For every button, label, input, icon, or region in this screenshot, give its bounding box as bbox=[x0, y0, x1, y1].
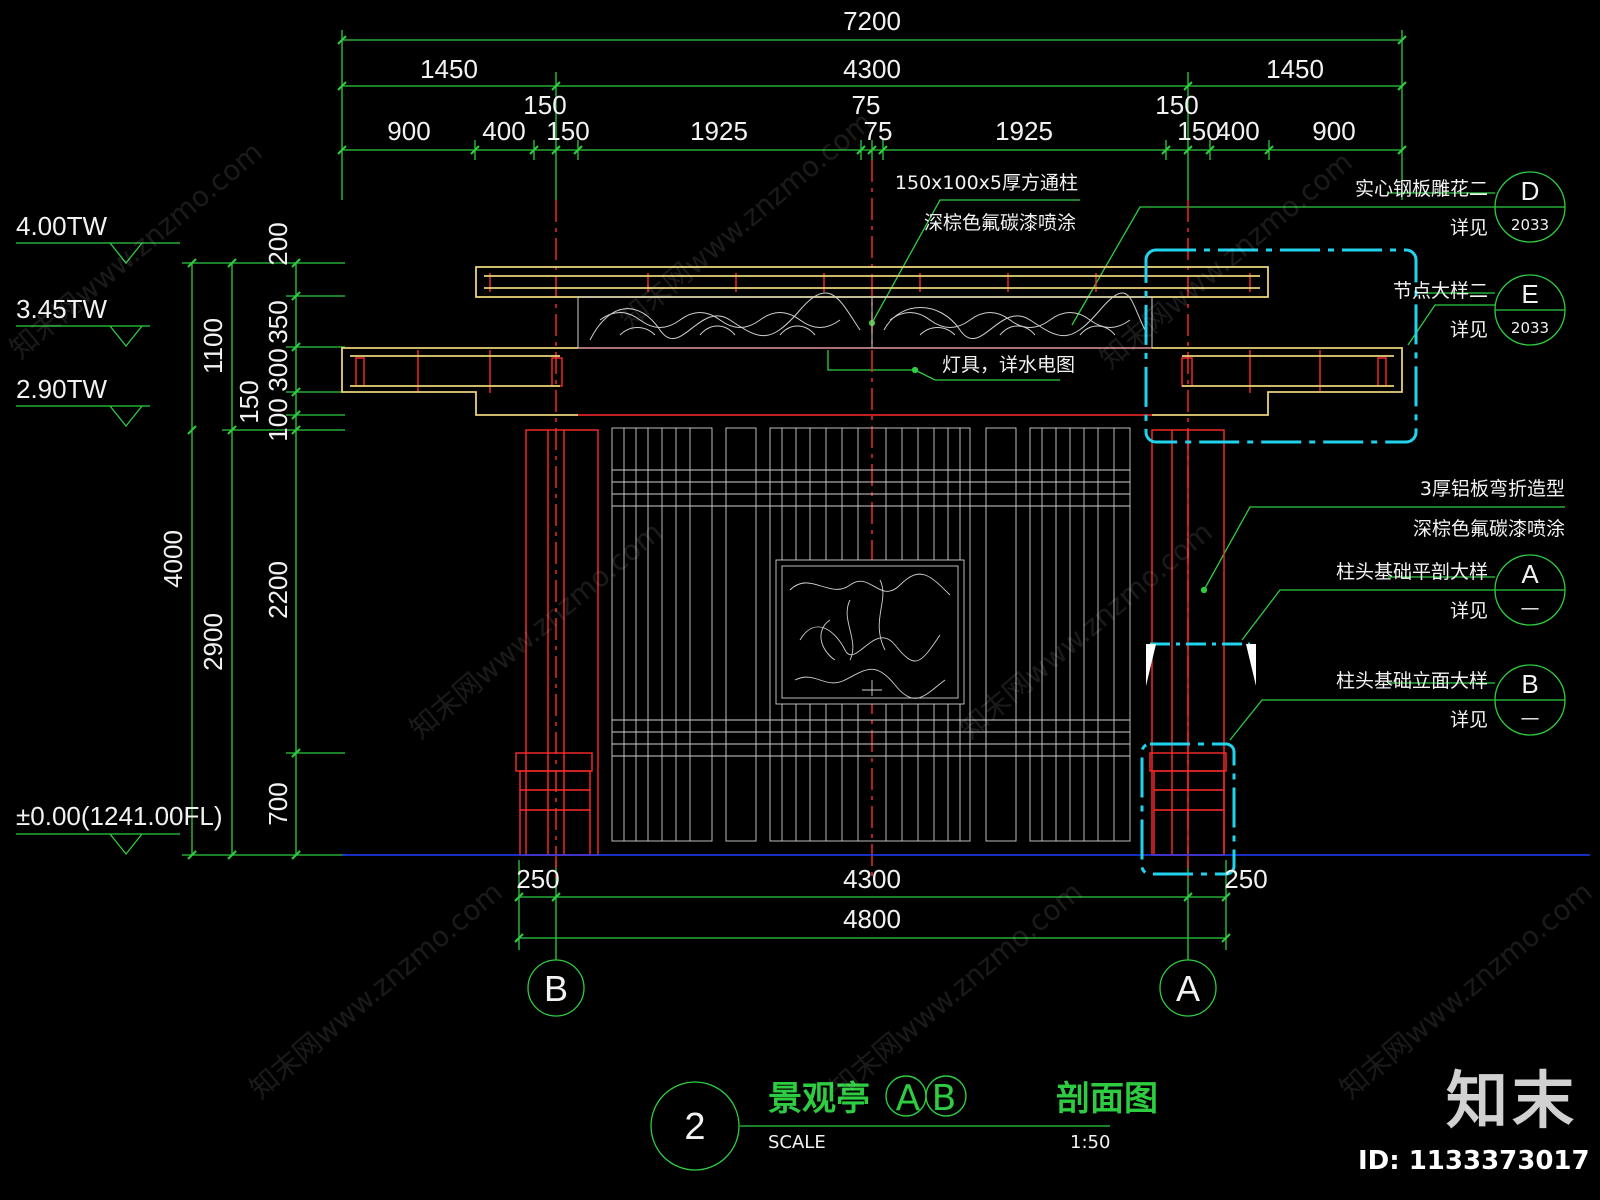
top-span-right: 1450 bbox=[1266, 54, 1324, 84]
left-dim-inner: 2200 bbox=[263, 561, 293, 619]
callout-see: 详见 bbox=[1450, 319, 1488, 341]
axis-a-label: A bbox=[1176, 968, 1200, 1009]
detail-span: 1925 bbox=[995, 116, 1053, 146]
dimension-lines bbox=[16, 30, 1566, 1171]
bottom-total: 4800 bbox=[843, 904, 901, 934]
overall-width-label: 7200 bbox=[843, 6, 901, 36]
watermark: 知末网www.znzmo.com bbox=[3, 135, 268, 365]
detail-span: 150 bbox=[546, 116, 589, 146]
elevation-label: 3.45TW bbox=[16, 294, 107, 324]
callout-letter: E bbox=[1521, 279, 1538, 309]
elevation-label: 4.00TW bbox=[16, 211, 107, 241]
carved-frieze bbox=[577, 292, 1153, 349]
callout-sheet: — bbox=[1521, 597, 1540, 619]
left-dim-inner: 150 bbox=[234, 380, 264, 423]
elevation-label: ±0.00(1241.00FL) bbox=[16, 801, 223, 831]
callout-sheet: — bbox=[1521, 707, 1540, 729]
drawing-number: 2 bbox=[684, 1106, 705, 1148]
detail-span: 900 bbox=[387, 116, 430, 146]
aluminum-finish-note: 深棕色氟碳漆喷涂 bbox=[1413, 518, 1565, 540]
callout-letter: A bbox=[1521, 559, 1539, 589]
lamp-note: 灯具，详水电图 bbox=[942, 354, 1075, 376]
left-dim-outer: 2900 bbox=[198, 613, 228, 671]
scale-value: 1:50 bbox=[1070, 1132, 1110, 1153]
title-name-b: 剖面图 bbox=[1056, 1079, 1158, 1119]
bottom-span-center: 4300 bbox=[843, 864, 901, 894]
upper-small-center: 75 bbox=[852, 90, 881, 120]
callout-boxes bbox=[1140, 248, 1418, 876]
detail-span: 150 bbox=[1177, 116, 1220, 146]
title-name-a: 景观亭 bbox=[768, 1079, 870, 1119]
callout-letter: D bbox=[1521, 176, 1540, 206]
callout-sheet: 2033 bbox=[1511, 216, 1549, 234]
callout-text: 柱头基础立面大样 bbox=[1336, 670, 1488, 692]
elevation-label: 2.90TW bbox=[16, 374, 107, 404]
title-letters: A B bbox=[896, 1078, 957, 1119]
top-span-center: 4300 bbox=[843, 54, 901, 84]
left-dim-inner: 200 bbox=[263, 222, 293, 265]
detail-span: 400 bbox=[1216, 116, 1259, 146]
upper-small-left: 150 bbox=[523, 90, 566, 120]
callout-see: 详见 bbox=[1450, 709, 1488, 731]
callout-see: 详见 bbox=[1450, 600, 1488, 622]
callout-letter: B bbox=[1521, 669, 1538, 699]
left-dim-outer: 1100 bbox=[198, 318, 228, 374]
left-dim-inner: 700 bbox=[263, 782, 293, 825]
brand-logo: 知末 ID: 1133373017 bbox=[1358, 1050, 1590, 1176]
title-letter-rings bbox=[885, 1075, 967, 1117]
left-dim-outer: 4000 bbox=[158, 530, 188, 588]
bottom-span-right: 250 bbox=[1224, 864, 1267, 894]
column-spec-note: 150x100x5厚方通柱 bbox=[895, 172, 1078, 194]
column-finish-note: 深棕色氟碳漆喷涂 bbox=[924, 212, 1076, 234]
dimension-ticks bbox=[187, 35, 1407, 943]
bottom-span-left: 250 bbox=[516, 864, 559, 894]
callout-text: 节点大样二 bbox=[1393, 280, 1488, 302]
left-dim-inner: 300 bbox=[263, 348, 293, 391]
callout-text: 实心钢板雕花二 bbox=[1355, 178, 1488, 200]
upper-small-right: 150 bbox=[1155, 90, 1198, 120]
aluminum-spec-note: 3厚铝板弯折造型 bbox=[1420, 478, 1565, 500]
callout-see: 详见 bbox=[1450, 217, 1488, 239]
detail-span: 1925 bbox=[690, 116, 748, 146]
watermark: 知末网www.znzmo.com bbox=[403, 515, 668, 745]
axis-b-label: B bbox=[544, 968, 568, 1009]
detail-span: 400 bbox=[482, 116, 525, 146]
watermark: 知末网www.znzmo.com bbox=[953, 515, 1218, 745]
screen-panels bbox=[611, 427, 1131, 842]
detail-span: 75 bbox=[864, 116, 893, 146]
watermark: 知末网www.znzmo.com bbox=[243, 875, 508, 1105]
scale-label: SCALE bbox=[768, 1132, 826, 1153]
image-id-label: ID: 1133373017 bbox=[1358, 1146, 1590, 1176]
callout-sheet: 2033 bbox=[1511, 319, 1549, 337]
brand-name: 知末 bbox=[1445, 1064, 1578, 1137]
section-cut-marks bbox=[1146, 644, 1256, 686]
top-span-left: 1450 bbox=[420, 54, 478, 84]
left-dim-inner: 100 bbox=[263, 398, 293, 441]
callout-text: 柱头基础平剖大样 bbox=[1336, 561, 1488, 583]
detail-span: 900 bbox=[1312, 116, 1355, 146]
left-dim-inner: 350 bbox=[263, 300, 293, 343]
watermark: 知末网www.znzmo.com bbox=[1093, 145, 1358, 375]
